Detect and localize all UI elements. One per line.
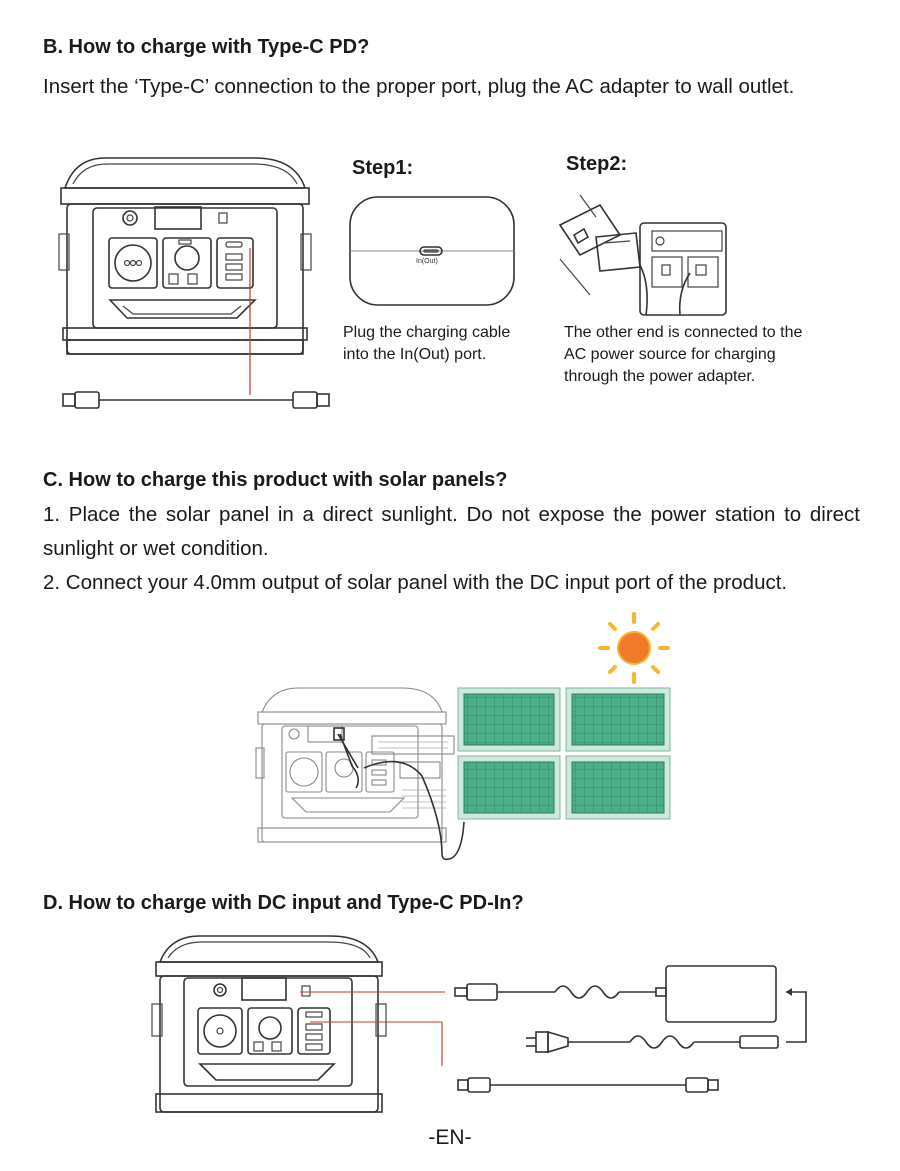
section-c-item2: 2. Connect your 4.0mm output of solar pa… xyxy=(43,571,788,594)
step2-caption-line2: AC power source for charging xyxy=(564,346,776,363)
solar-panel-3 xyxy=(457,755,561,820)
ac-adapter-brick xyxy=(665,965,777,1023)
cable-coil-icon-2 xyxy=(629,1035,695,1049)
solar-panel-2 xyxy=(565,687,671,752)
section-b-instruction: Insert the ‘Type-C’ connection to the pr… xyxy=(43,75,795,98)
step1-caption-line1: Plug the charging cable xyxy=(343,324,511,341)
step2-caption-line3: through the power adapter. xyxy=(564,368,756,385)
c8-connector-icon xyxy=(739,1035,779,1049)
sun-icon xyxy=(598,612,670,684)
step1-port-label: In(Out) xyxy=(416,258,438,265)
eu-plug-icon xyxy=(526,1030,569,1054)
solar-panel-4 xyxy=(565,755,671,820)
dc-plug-icon xyxy=(454,983,555,1001)
solar-panel-array xyxy=(457,687,671,820)
step1-title: Step1: xyxy=(352,157,414,179)
power-station-illustration-d xyxy=(151,935,387,1113)
section-c-item1: 1. Place the solar panel in a direct sun… xyxy=(43,503,860,560)
section-b-heading: B. How to charge with Type-C PD? xyxy=(43,36,370,58)
step2-caption-line1: The other end is connected to the xyxy=(564,324,803,341)
step1-port-illustration xyxy=(349,196,515,306)
power-station-illustration-c xyxy=(255,687,465,861)
section-c-heading: C. How to charge this product with solar… xyxy=(43,469,508,491)
step1-caption-line2: into the In(Out) port. xyxy=(343,346,487,363)
step2-adapter-illustration xyxy=(558,194,727,316)
solar-panel-1 xyxy=(457,687,561,752)
power-station-illustration-b xyxy=(58,157,330,409)
cable-coil-icon xyxy=(554,985,620,999)
step2-title: Step2: xyxy=(566,153,628,175)
page-footer-label: -EN- xyxy=(428,1126,472,1149)
section-d-heading: D. How to charge with DC input and Type-… xyxy=(43,892,524,914)
dc-adapter-and-cables xyxy=(300,965,807,1093)
typec-cable-icon xyxy=(457,1077,719,1093)
